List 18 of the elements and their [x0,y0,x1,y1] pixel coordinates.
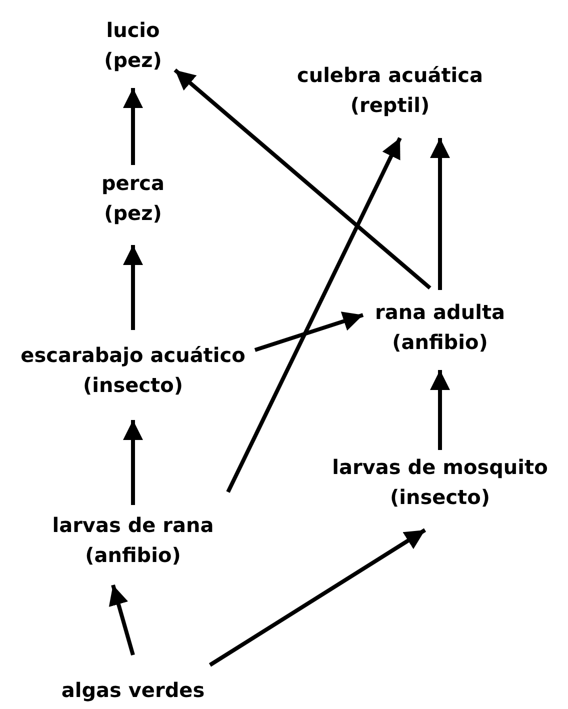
arrow [208,528,426,667]
arrow [174,68,432,290]
species-label: perca (pez) [100,170,166,227]
species-label: escarabajo acuático (insecto) [20,342,246,399]
species-label: culebra acuática (reptil) [296,62,484,119]
arrow [108,584,135,656]
species-label: rana adulta (anfibio) [374,299,506,356]
species-label: algas verdes [60,677,206,704]
arrow [123,88,143,165]
arrow [430,370,450,450]
species-label: larvas de rana (anfibio) [51,512,215,569]
species-label: larvas de mosquito (insecto) [331,454,549,511]
arrow [254,312,364,352]
arrow [430,138,450,290]
species-label: lucio (pez) [103,17,163,74]
arrow [123,420,143,505]
arrow [226,137,402,493]
arrow [123,245,143,330]
